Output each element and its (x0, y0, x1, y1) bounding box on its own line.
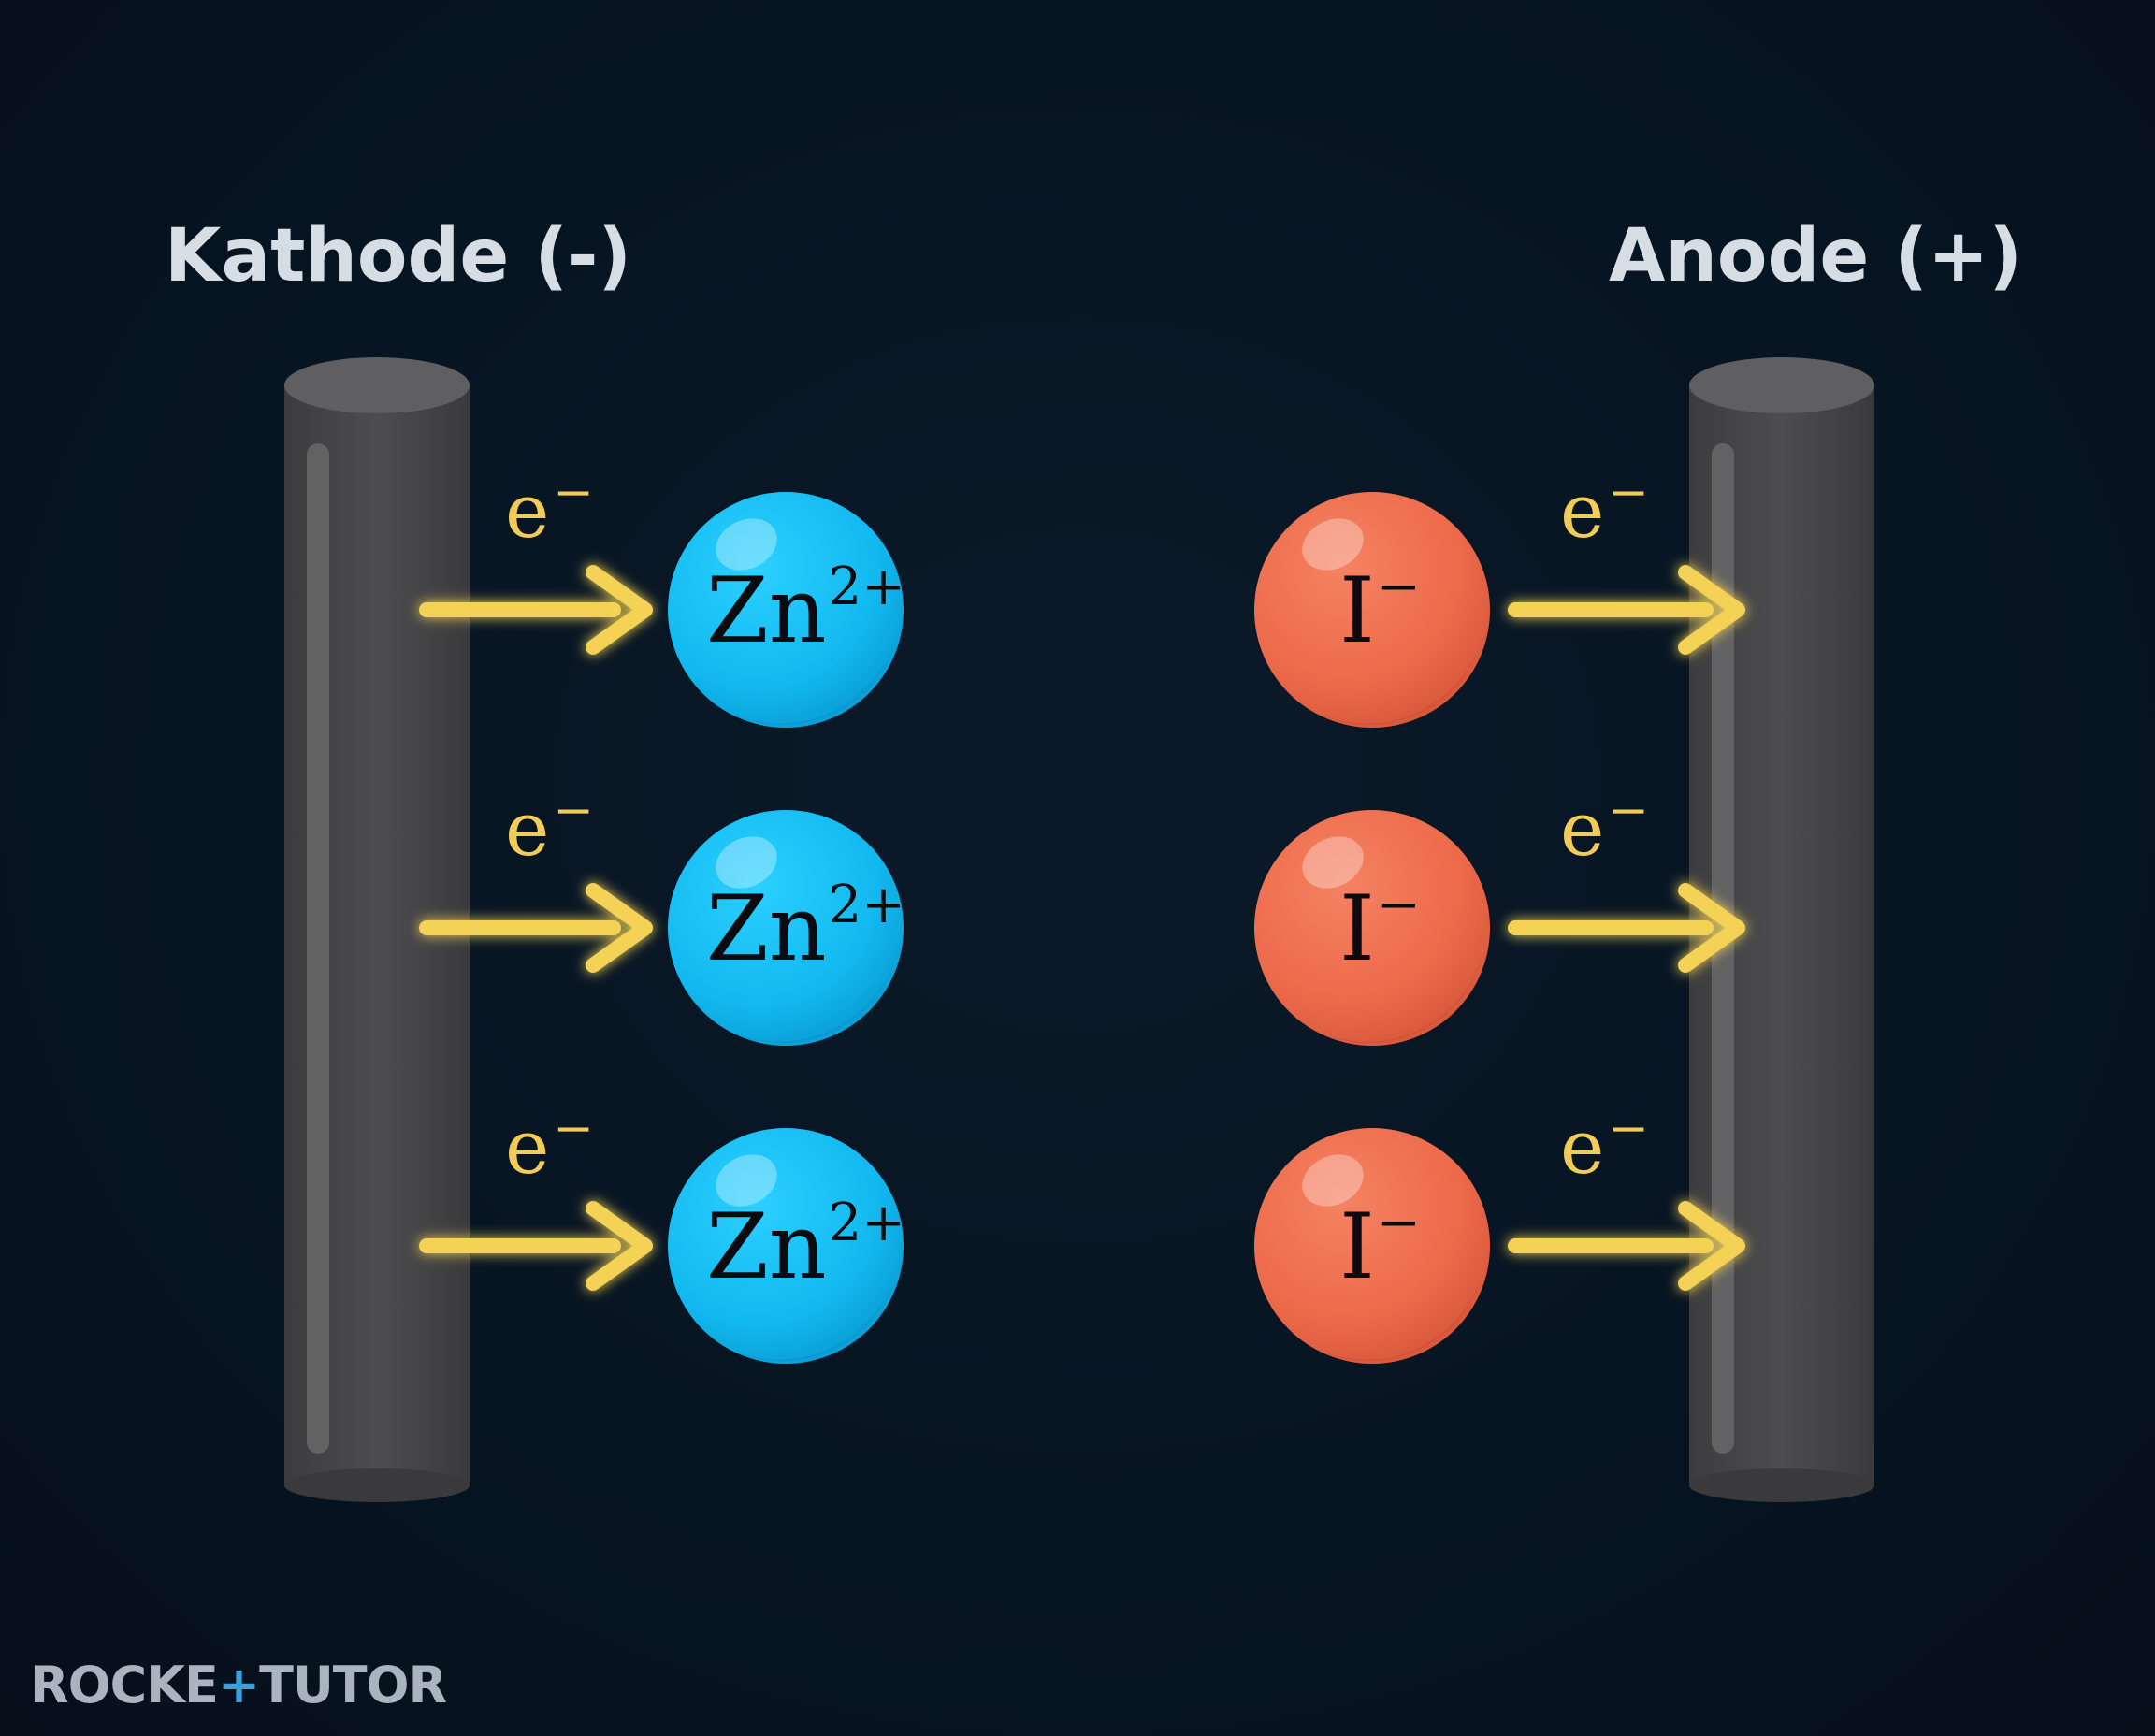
anode-electron-label-3: e− (1560, 1101, 1649, 1191)
anode-ion-label: I− (1339, 875, 1421, 981)
anode-electron-label-2: e− (1560, 783, 1649, 873)
kathode-ion-label: Zn2+ (706, 557, 905, 663)
iodide-ion-1: I− (1254, 492, 1490, 728)
anode-electron-arrow-2 (1508, 883, 1745, 973)
kathode-electron-label-3: e− (505, 1101, 594, 1191)
zn-ion-3: Zn2+ (668, 1128, 905, 1364)
kathode-electron-arrow-2 (419, 883, 653, 973)
kathode-ion-label: Zn2+ (706, 1193, 905, 1299)
kathode-electron-label-1: e− (505, 465, 594, 555)
zn-ion-1: Zn2+ (668, 492, 905, 728)
anode-ion-label: I− (1339, 557, 1421, 663)
ion-rows: e− Zn2+ I− e− e− Zn2+ I− e− e− Zn2+ I− e− (419, 465, 1745, 1364)
anode-electron-arrow-1 (1508, 565, 1745, 655)
kathode-ion-label: Zn2+ (706, 875, 905, 981)
zn-ion-2: Zn2+ (668, 810, 905, 1046)
anode-electrode (1689, 357, 1874, 1502)
anode-ion-label: I− (1339, 1193, 1421, 1299)
rockettutor-logo: ROCKE+TUTOR (30, 1656, 447, 1714)
kathode-electron-label-2: e− (505, 783, 594, 873)
kathode-electron-arrow-3 (419, 1201, 653, 1291)
kathode-electron-arrow-1 (419, 565, 653, 655)
kathode-label: Kathode (-) (165, 214, 631, 298)
iodide-ion-2: I− (1254, 810, 1490, 1046)
iodide-ion-3: I− (1254, 1128, 1490, 1364)
anode-label: Anode (+) (1609, 214, 2022, 298)
anode-electron-arrow-3 (1508, 1201, 1745, 1291)
anode-electron-label-1: e− (1560, 465, 1649, 555)
